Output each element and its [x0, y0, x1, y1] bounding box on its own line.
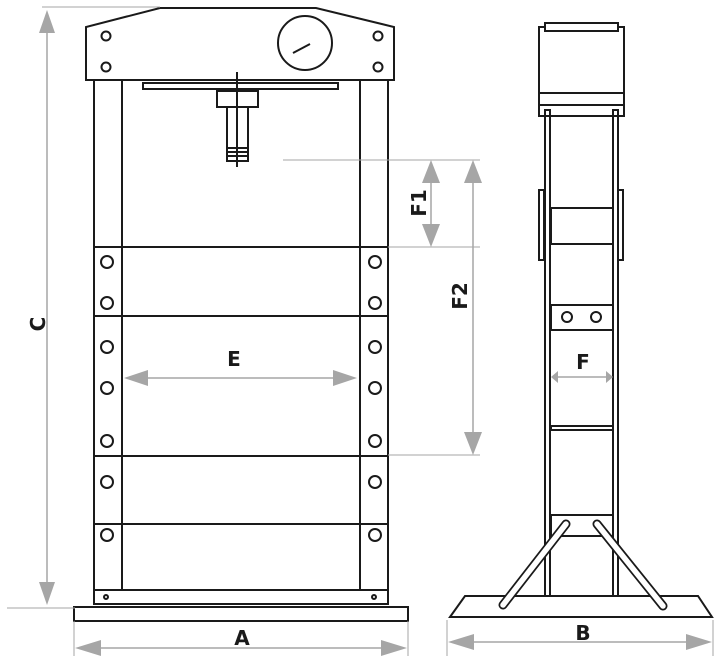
- side-view: [448, 22, 714, 618]
- head-bolts: [100, 30, 384, 73]
- arrow-right-icon: [333, 370, 357, 386]
- column-hole: [100, 381, 114, 395]
- column-hole: [100, 475, 114, 489]
- pressure-gauge-icon: [277, 15, 333, 71]
- column-hole: [100, 255, 114, 269]
- front-view: [73, 7, 409, 622]
- arrow-up-icon: [39, 10, 55, 33]
- dimension-lines: [7, 6, 714, 656]
- side-beam: [550, 425, 614, 431]
- column-hole: [368, 475, 382, 489]
- dimension-labels: A B C E F F1 F2: [26, 189, 591, 650]
- column-hole: [368, 255, 382, 269]
- side-head: [538, 26, 625, 117]
- side-base: [448, 595, 714, 618]
- right-column: [359, 79, 389, 591]
- column-hole: [368, 381, 382, 395]
- column-hole: [368, 528, 382, 542]
- cross-beams: [94, 246, 388, 525]
- label-a: A: [234, 626, 250, 650]
- side-plate-right: [617, 189, 624, 261]
- arrow-down-icon: [39, 582, 55, 605]
- column-hole: [100, 340, 114, 354]
- left-column: [93, 79, 123, 591]
- column-hole: [100, 434, 114, 448]
- label-b: B: [575, 621, 590, 645]
- brace-right: [592, 519, 668, 611]
- brace-left: [498, 519, 571, 610]
- arrow-left-icon: [124, 370, 148, 386]
- column-hole: [368, 340, 382, 354]
- side-plate-left: [538, 189, 545, 261]
- side-uprights-left: [544, 109, 551, 597]
- column-holes: [100, 255, 382, 542]
- bed: [93, 589, 389, 605]
- ram-block: [550, 207, 614, 245]
- label-e: E: [227, 347, 241, 371]
- label-c: C: [26, 317, 50, 332]
- top-head: [85, 7, 395, 81]
- column-hole: [100, 528, 114, 542]
- column-hole: [100, 296, 114, 310]
- label-f1: F1: [407, 189, 431, 217]
- ram-plate: [142, 82, 339, 90]
- pin-plate: [550, 304, 614, 331]
- column-hole: [368, 296, 382, 310]
- label-f: F: [576, 350, 590, 374]
- base-plate: [73, 606, 409, 622]
- column-hole: [368, 434, 382, 448]
- side-head-cap: [544, 22, 619, 32]
- label-f2: F2: [448, 282, 472, 310]
